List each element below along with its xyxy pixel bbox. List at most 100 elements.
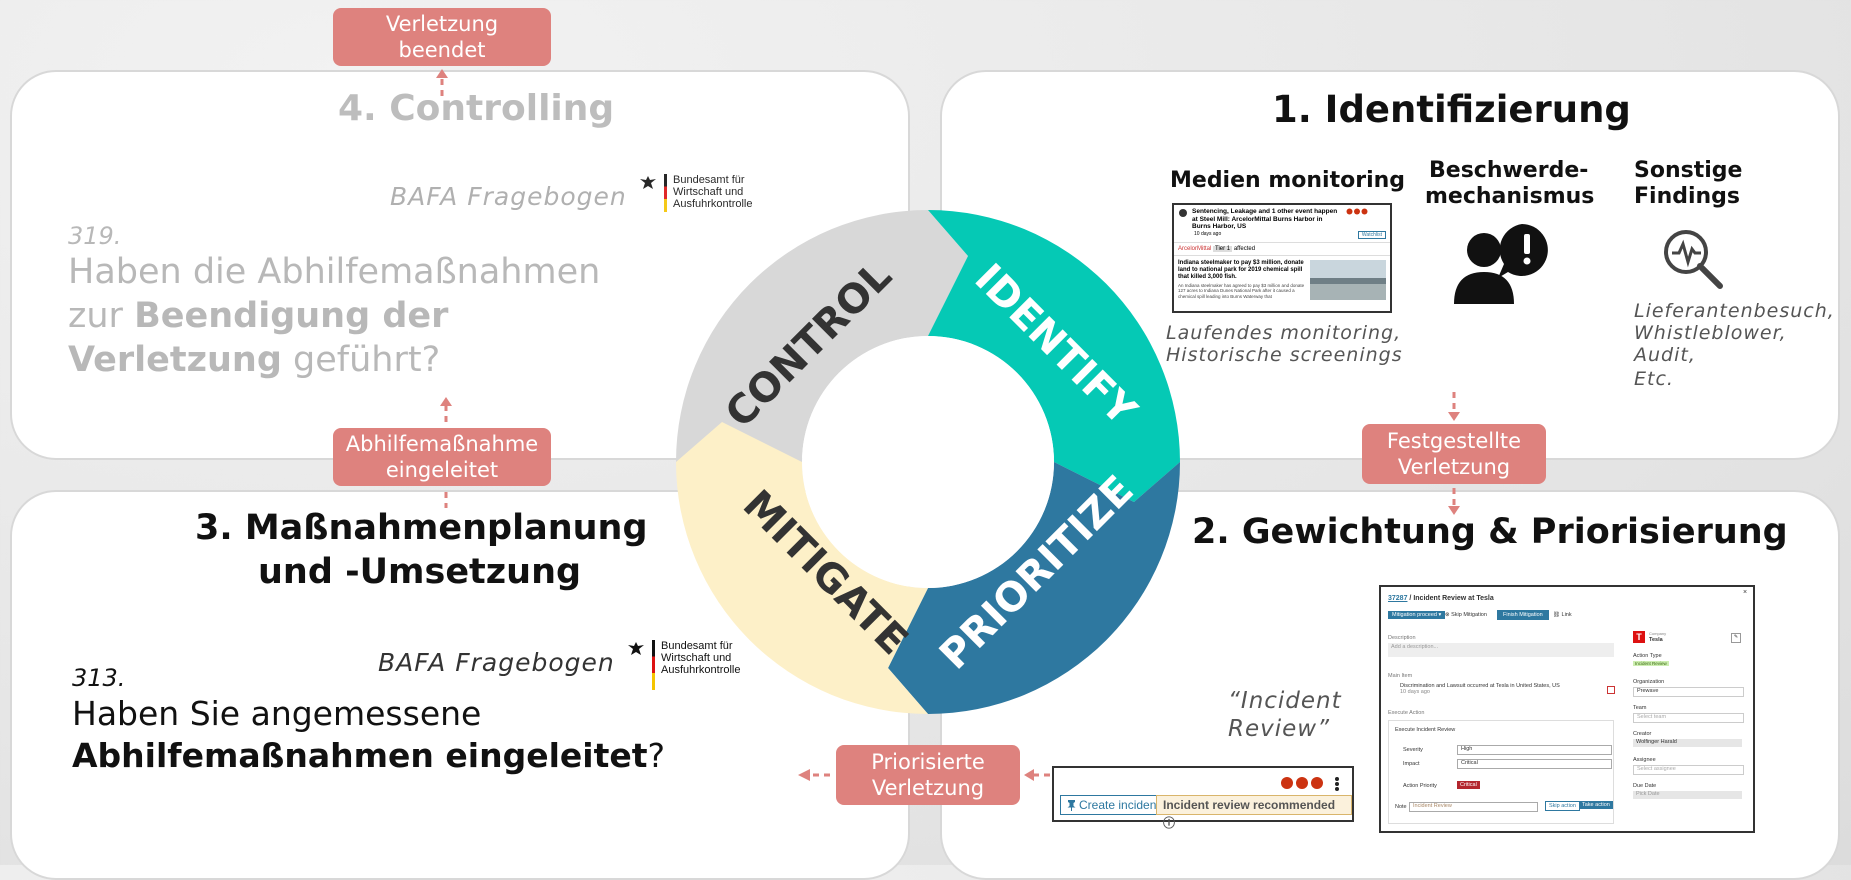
main-item-label: Main Item (1388, 673, 1413, 679)
note-select[interactable]: Incident Review (1409, 802, 1538, 812)
skip-mitigation-label: Skip Mitigation (1451, 612, 1487, 618)
assignee-select[interactable]: Select assignee (1633, 765, 1744, 775)
cycle-center (802, 336, 1054, 588)
arrowhead-down-2 (1448, 506, 1460, 515)
main-item-remove-icon[interactable] (1607, 686, 1615, 694)
impact-select[interactable]: Critical (1457, 759, 1612, 769)
company-label: Company (1649, 631, 1667, 636)
segment-mitigate (676, 422, 928, 714)
watchlist-button[interactable]: Watchlist (1357, 230, 1386, 239)
action-type-label: Action Type (1633, 653, 1662, 659)
main-item-row[interactable]: Discrimination and Lawsuit occurred at T… (1388, 683, 1614, 695)
massnahmen-title-1: 3. Maßnahmenplanung (195, 508, 648, 548)
beschwerde-title-2: mechanismus (1425, 184, 1595, 209)
arrowhead-up-1 (436, 69, 448, 78)
search-analytics-icon (1664, 230, 1723, 289)
news-time: 10 days ago (1194, 230, 1222, 237)
info-icon: ⓘ (1163, 816, 1176, 830)
sonstige-caption-2: Whistleblower, (1634, 322, 1787, 344)
incident-review-quote-1: “Incident (1228, 688, 1342, 714)
flag-bar (652, 640, 655, 690)
tag-festgestellte-line2: Verletzung (1397, 455, 1511, 479)
execute-incident-review-title: Execute Incident Review (1395, 727, 1456, 733)
edit-icon[interactable]: ✎ (1731, 633, 1741, 643)
tag-festgestellte-line1: Festgestellte (1386, 429, 1522, 453)
company-logo: T (1633, 631, 1645, 643)
tag-verletzung-beendet-line2: beendet (398, 38, 486, 62)
window-close-icon[interactable]: × (1743, 589, 1748, 596)
tag-abhilfemassnahme: Abhilfemaßnahme eingeleitet (333, 428, 551, 486)
take-action-button[interactable]: Take action (1579, 801, 1613, 809)
note-label: Note (1395, 804, 1407, 810)
due-date-label: Due Date (1633, 783, 1657, 789)
medien-caption-2: Historische screenings (1166, 344, 1403, 366)
creator-label: Creator (1633, 731, 1652, 737)
news-body-bold: Indiana steelmaker to pay $3 million, do… (1178, 259, 1304, 280)
eagle-icon (640, 176, 656, 189)
controlling-question-part2: geführt? (281, 340, 441, 380)
tag-abhilfemassnahme-line1: Abhilfemaßnahme (345, 432, 539, 456)
more-vertical-icon[interactable] (1334, 776, 1340, 792)
massnahmen-bafa-label: BAFA Fragebogen (378, 648, 615, 677)
segment-identify (928, 210, 1180, 502)
controlling-question-part1: Haben die Abhilfemaßnahmen zur (68, 252, 601, 336)
segment-control (676, 210, 968, 462)
due-date-field[interactable]: Pick Date (1633, 791, 1742, 799)
controlling-bafa-label: BAFA Fragebogen (390, 182, 627, 211)
action-type-badge: Incident Review (1633, 661, 1669, 666)
controlling-question: Haben die Abhilfemaßnahmen zur Beendigun… (68, 250, 648, 382)
status-dropdown[interactable]: Mitigation proceed ▾ (1388, 611, 1446, 619)
medien-caption-1: Laufendes monitoring, (1166, 322, 1402, 344)
identifizierung-title: 1. Identifizierung (1272, 88, 1631, 131)
bafa-logo-massnahmen: Bundesamt für Wirtschaft und Ausfuhrkont… (626, 640, 761, 690)
main-item-time: 10 days ago (1400, 689, 1430, 695)
organization-select[interactable]: Prewave (1633, 687, 1744, 697)
breadcrumb-title: Incident Review at Tesla (1413, 595, 1494, 602)
controlling-question-number: 319. (68, 222, 122, 250)
creator-field: Wolfinger Harald (1633, 739, 1742, 747)
arrowhead-left-2 (798, 769, 810, 781)
severity-dots-icon (1281, 777, 1323, 789)
news-image (1310, 259, 1386, 300)
news-company[interactable]: ArcelorMittal (1178, 245, 1212, 252)
skip-mitigation-button[interactable]: ⊗ Skip Mitigation (1445, 612, 1487, 618)
create-incident-button[interactable]: Create incident (1060, 795, 1167, 815)
description-input[interactable]: Add a description... (1388, 643, 1614, 657)
execute-action-label: Execute Action (1388, 710, 1425, 716)
severity-select[interactable]: High (1457, 745, 1612, 755)
breadcrumb-id[interactable]: 37287 (1388, 595, 1408, 602)
action-priority-label: Action Priority (1403, 783, 1437, 789)
controlling-title: 4. Controlling (338, 88, 615, 129)
massnahmen-question-line1: Haben Sie angemessene (72, 694, 482, 733)
arrowhead-up-2 (440, 397, 452, 406)
link-label: Link (1561, 612, 1572, 618)
team-label: Team (1633, 705, 1647, 711)
controlling-question-bold: Beendigung der Verletzung (68, 296, 449, 380)
assignee-label: Assignee (1633, 757, 1656, 763)
team-select[interactable]: Select team (1633, 713, 1744, 723)
massnahmen-title-2: und -Umsetzung (258, 552, 582, 592)
news-card: Sentencing, Leakage and 1 other event ha… (1172, 203, 1392, 313)
link-button[interactable]: ⛓ Link (1553, 612, 1572, 618)
news-body: An Indiana steelmaker has agreed to pay … (1178, 282, 1305, 299)
execute-incident-review-box: Execute Incident Review Severity High Im… (1388, 720, 1614, 824)
massnahmen-question-part2: ? (647, 736, 666, 775)
flag-bar (664, 174, 667, 212)
news-affected: affected (1233, 245, 1256, 252)
main-item-text: Discrimination and Lawsuit occurred at T… (1400, 683, 1560, 689)
incident-review-window: × 37287 / Incident Review at Tesla Mitig… (1379, 585, 1755, 833)
massnahmen-question-bold: Abhilfemaßnahmen eingeleitet (72, 736, 648, 775)
news-tier: Tier 1 (1213, 245, 1233, 252)
incident-review-recommended-badge: Incident review recommended ⓘ (1156, 795, 1352, 830)
description-label: Description (1388, 635, 1416, 641)
sonstige-caption-4: Etc. (1634, 368, 1674, 390)
finish-mitigation-button[interactable]: Finish Mitigation (1497, 610, 1549, 620)
create-incident-label: Create incident (1079, 798, 1160, 812)
sonstige-title-1: Sonstige (1634, 158, 1743, 183)
factory-icon (1179, 209, 1187, 217)
gewichtung-title: 2. Gewichtung & Priorisierung (1192, 512, 1788, 552)
bafa-logo-text: Bundesamt für Wirtschaft und Ausfuhrkont… (661, 640, 741, 676)
tag-priorisierte-line1: Priorisierte (871, 750, 985, 774)
action-priority-badge: Critical (1457, 781, 1480, 789)
